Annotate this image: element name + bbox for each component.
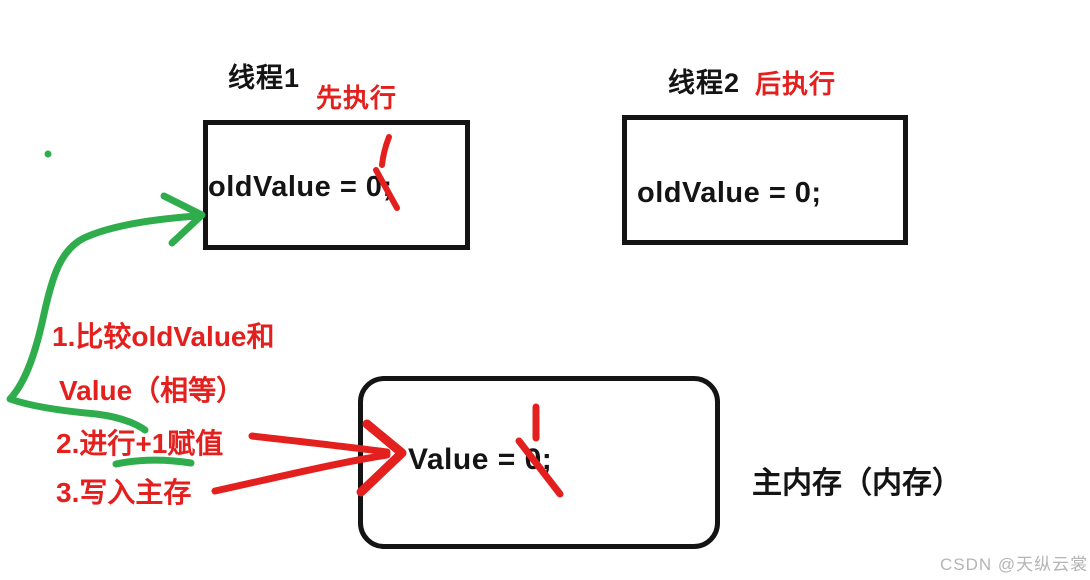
thread2-title: 线程2	[668, 68, 741, 98]
step-2-assign: 2.进行+1赋值	[56, 428, 224, 459]
step-1-compare: 1.比较oldValue和	[52, 321, 275, 352]
step-1-compare-line2: Value（相等）	[59, 375, 245, 406]
thread1-code: oldValue = 0;	[208, 171, 393, 203]
thread2-code: oldValue = 0;	[637, 177, 822, 209]
thread1-box	[203, 120, 470, 250]
thread2-order-note: 后执行	[755, 69, 837, 99]
thread1-title: 线程1	[228, 63, 301, 93]
green-dot	[44, 150, 52, 158]
thread1-order-note: 先执行	[316, 83, 398, 113]
main-memory-label: 主内存（内存）	[752, 467, 962, 500]
thread2-box	[622, 115, 908, 245]
csdn-watermark: CSDN @天纵云裳	[940, 555, 1089, 574]
step-3-write-main-memory: 3.写入主存	[56, 477, 192, 508]
green-arrowhead	[160, 192, 206, 247]
main-memory-code: Value = 0;	[408, 443, 553, 476]
